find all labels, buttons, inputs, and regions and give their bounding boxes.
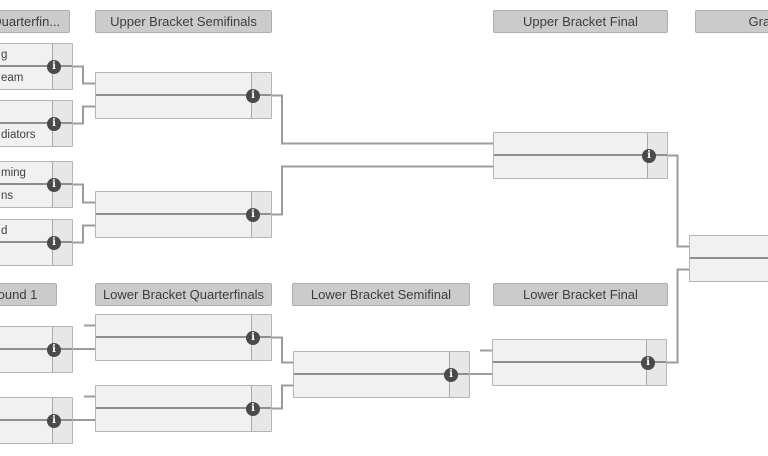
match-divider — [96, 336, 271, 338]
connector-line — [272, 336, 293, 364]
round-header-upper-bracket-semifinals: Upper Bracket Semifinals — [95, 10, 272, 33]
connector-line — [667, 268, 689, 364]
match-divider — [494, 154, 667, 156]
match-divider — [493, 361, 666, 363]
team-slot[interactable] — [96, 73, 251, 94]
team-slot[interactable]: eam — [1, 72, 24, 84]
round-header-grand-final: Grand Final — [695, 10, 768, 33]
round-header-lower-bracket-final: Lower Bracket Final — [493, 283, 668, 306]
round-header-lower-bracket-quarterfinals: Lower Bracket Quarterfinals — [95, 283, 272, 306]
match-lb-final[interactable]: i — [492, 339, 667, 386]
team-slot[interactable] — [0, 327, 52, 348]
info-icon[interactable]: i — [642, 148, 656, 163]
info-icon[interactable]: i — [246, 88, 260, 103]
team-slot[interactable]: ns — [1, 190, 14, 202]
info-icon[interactable]: i — [47, 413, 61, 428]
team-slot[interactable] — [690, 236, 768, 257]
match-divider — [690, 257, 768, 259]
match-lb-sf[interactable]: i — [293, 351, 470, 398]
match-divider — [96, 213, 271, 215]
match-grand-final[interactable] — [689, 235, 768, 282]
team-slot[interactable] — [494, 156, 647, 178]
info-icon[interactable]: i — [246, 207, 260, 222]
round-header-lower-bracket-round-1: Lower Bracket Round 1 — [0, 283, 57, 306]
round-header-lower-bracket-semifinal: Lower Bracket Semifinal — [292, 283, 470, 306]
connector-line — [73, 65, 95, 85]
connector-line — [668, 154, 689, 248]
team-slot[interactable] — [0, 101, 52, 122]
team-slot[interactable] — [0, 350, 52, 372]
connector-line — [272, 165, 493, 216]
team-slot[interactable]: d — [1, 224, 8, 237]
connector-line — [73, 183, 95, 204]
match-divider — [0, 419, 72, 421]
match-lb-qf-1[interactable]: i — [95, 314, 272, 361]
match-lb-r1-1[interactable]: i — [0, 326, 73, 373]
match-divider — [96, 407, 271, 409]
team-slot[interactable] — [96, 338, 251, 360]
info-icon[interactable]: i — [246, 330, 260, 345]
info-icon[interactable]: i — [47, 235, 61, 250]
match-divider — [0, 65, 72, 67]
info-icon[interactable]: i — [444, 367, 458, 382]
match-ub-qf-1[interactable]: g eam i — [0, 43, 73, 90]
connector-line — [73, 224, 95, 244]
match-ub-qf-2[interactable]: diators i — [0, 100, 73, 147]
team-slot[interactable] — [494, 133, 647, 154]
team-slot[interactable]: diators — [1, 129, 36, 141]
match-ub-sf-1[interactable]: i — [95, 72, 272, 119]
team-slot[interactable] — [0, 243, 52, 265]
team-slot[interactable] — [96, 409, 251, 431]
info-icon[interactable]: i — [246, 401, 260, 416]
info-icon[interactable]: i — [47, 59, 61, 74]
round-header-upper-bracket-quarterfinals: Upper Bracket Quarterfin... — [0, 10, 70, 33]
team-slot[interactable] — [0, 398, 52, 419]
connector-line — [272, 384, 293, 410]
round-header-upper-bracket-final: Upper Bracket Final — [493, 10, 668, 33]
info-icon[interactable]: i — [47, 116, 61, 131]
match-ub-sf-2[interactable]: i — [95, 191, 272, 238]
team-slot[interactable] — [96, 192, 251, 213]
match-divider — [96, 94, 271, 96]
team-slot[interactable] — [493, 363, 646, 385]
connector-line — [272, 94, 493, 145]
match-divider — [0, 183, 72, 185]
match-divider — [0, 241, 72, 243]
match-lb-qf-2[interactable]: i — [95, 385, 272, 432]
info-icon[interactable]: i — [641, 355, 655, 370]
team-slot[interactable] — [96, 215, 251, 237]
connector-line — [73, 105, 95, 125]
team-slot[interactable] — [690, 259, 768, 281]
match-lb-r1-2[interactable]: i — [0, 397, 73, 444]
team-slot[interactable] — [493, 340, 646, 361]
team-slot[interactable]: g — [1, 48, 8, 61]
match-divider — [0, 122, 72, 124]
team-slot[interactable]: ming — [1, 166, 26, 179]
info-icon[interactable]: i — [47, 177, 61, 192]
match-ub-final[interactable]: i — [493, 132, 668, 179]
team-slot[interactable] — [0, 421, 52, 443]
team-slot[interactable] — [96, 315, 251, 336]
match-divider — [0, 348, 72, 350]
team-slot[interactable] — [294, 352, 449, 373]
team-slot[interactable] — [294, 375, 449, 397]
team-slot[interactable] — [96, 386, 251, 407]
team-slot[interactable] — [96, 96, 251, 118]
info-icon[interactable]: i — [47, 342, 61, 357]
match-ub-qf-3[interactable]: ming ns i — [0, 161, 73, 208]
match-divider — [294, 373, 469, 375]
